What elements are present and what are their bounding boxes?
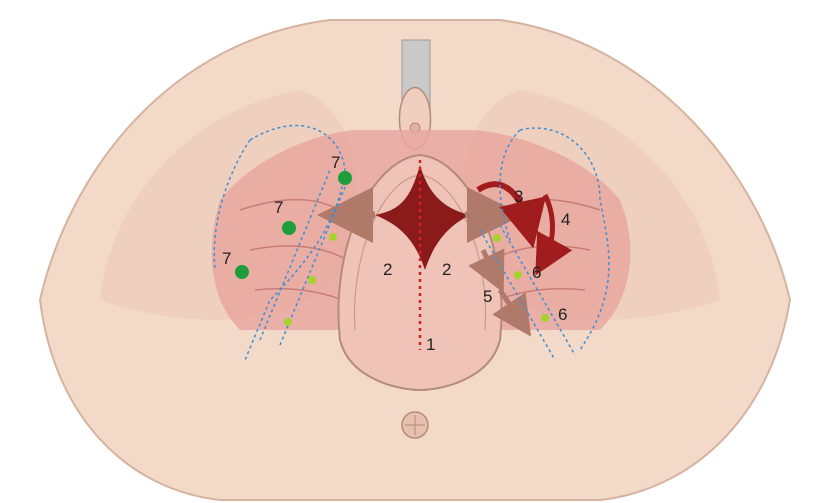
label-3: 3 bbox=[514, 187, 523, 206]
label-2-right: 2 bbox=[442, 260, 451, 279]
label-6-upper: 6 bbox=[532, 263, 541, 282]
label-7-middle: 7 bbox=[274, 198, 283, 217]
label-6-lower: 6 bbox=[558, 305, 567, 324]
label-4: 4 bbox=[561, 210, 570, 229]
anchor-dot-middle bbox=[282, 221, 296, 235]
anchor-dot-top bbox=[338, 171, 352, 185]
label-2-left: 2 bbox=[383, 260, 392, 279]
anus bbox=[402, 412, 428, 438]
anchor-dot-low bbox=[235, 265, 249, 279]
label-7-top: 7 bbox=[331, 153, 340, 172]
label-5: 5 bbox=[483, 287, 492, 306]
label-7-low: 7 bbox=[222, 249, 231, 268]
label-1: 1 bbox=[426, 335, 435, 354]
